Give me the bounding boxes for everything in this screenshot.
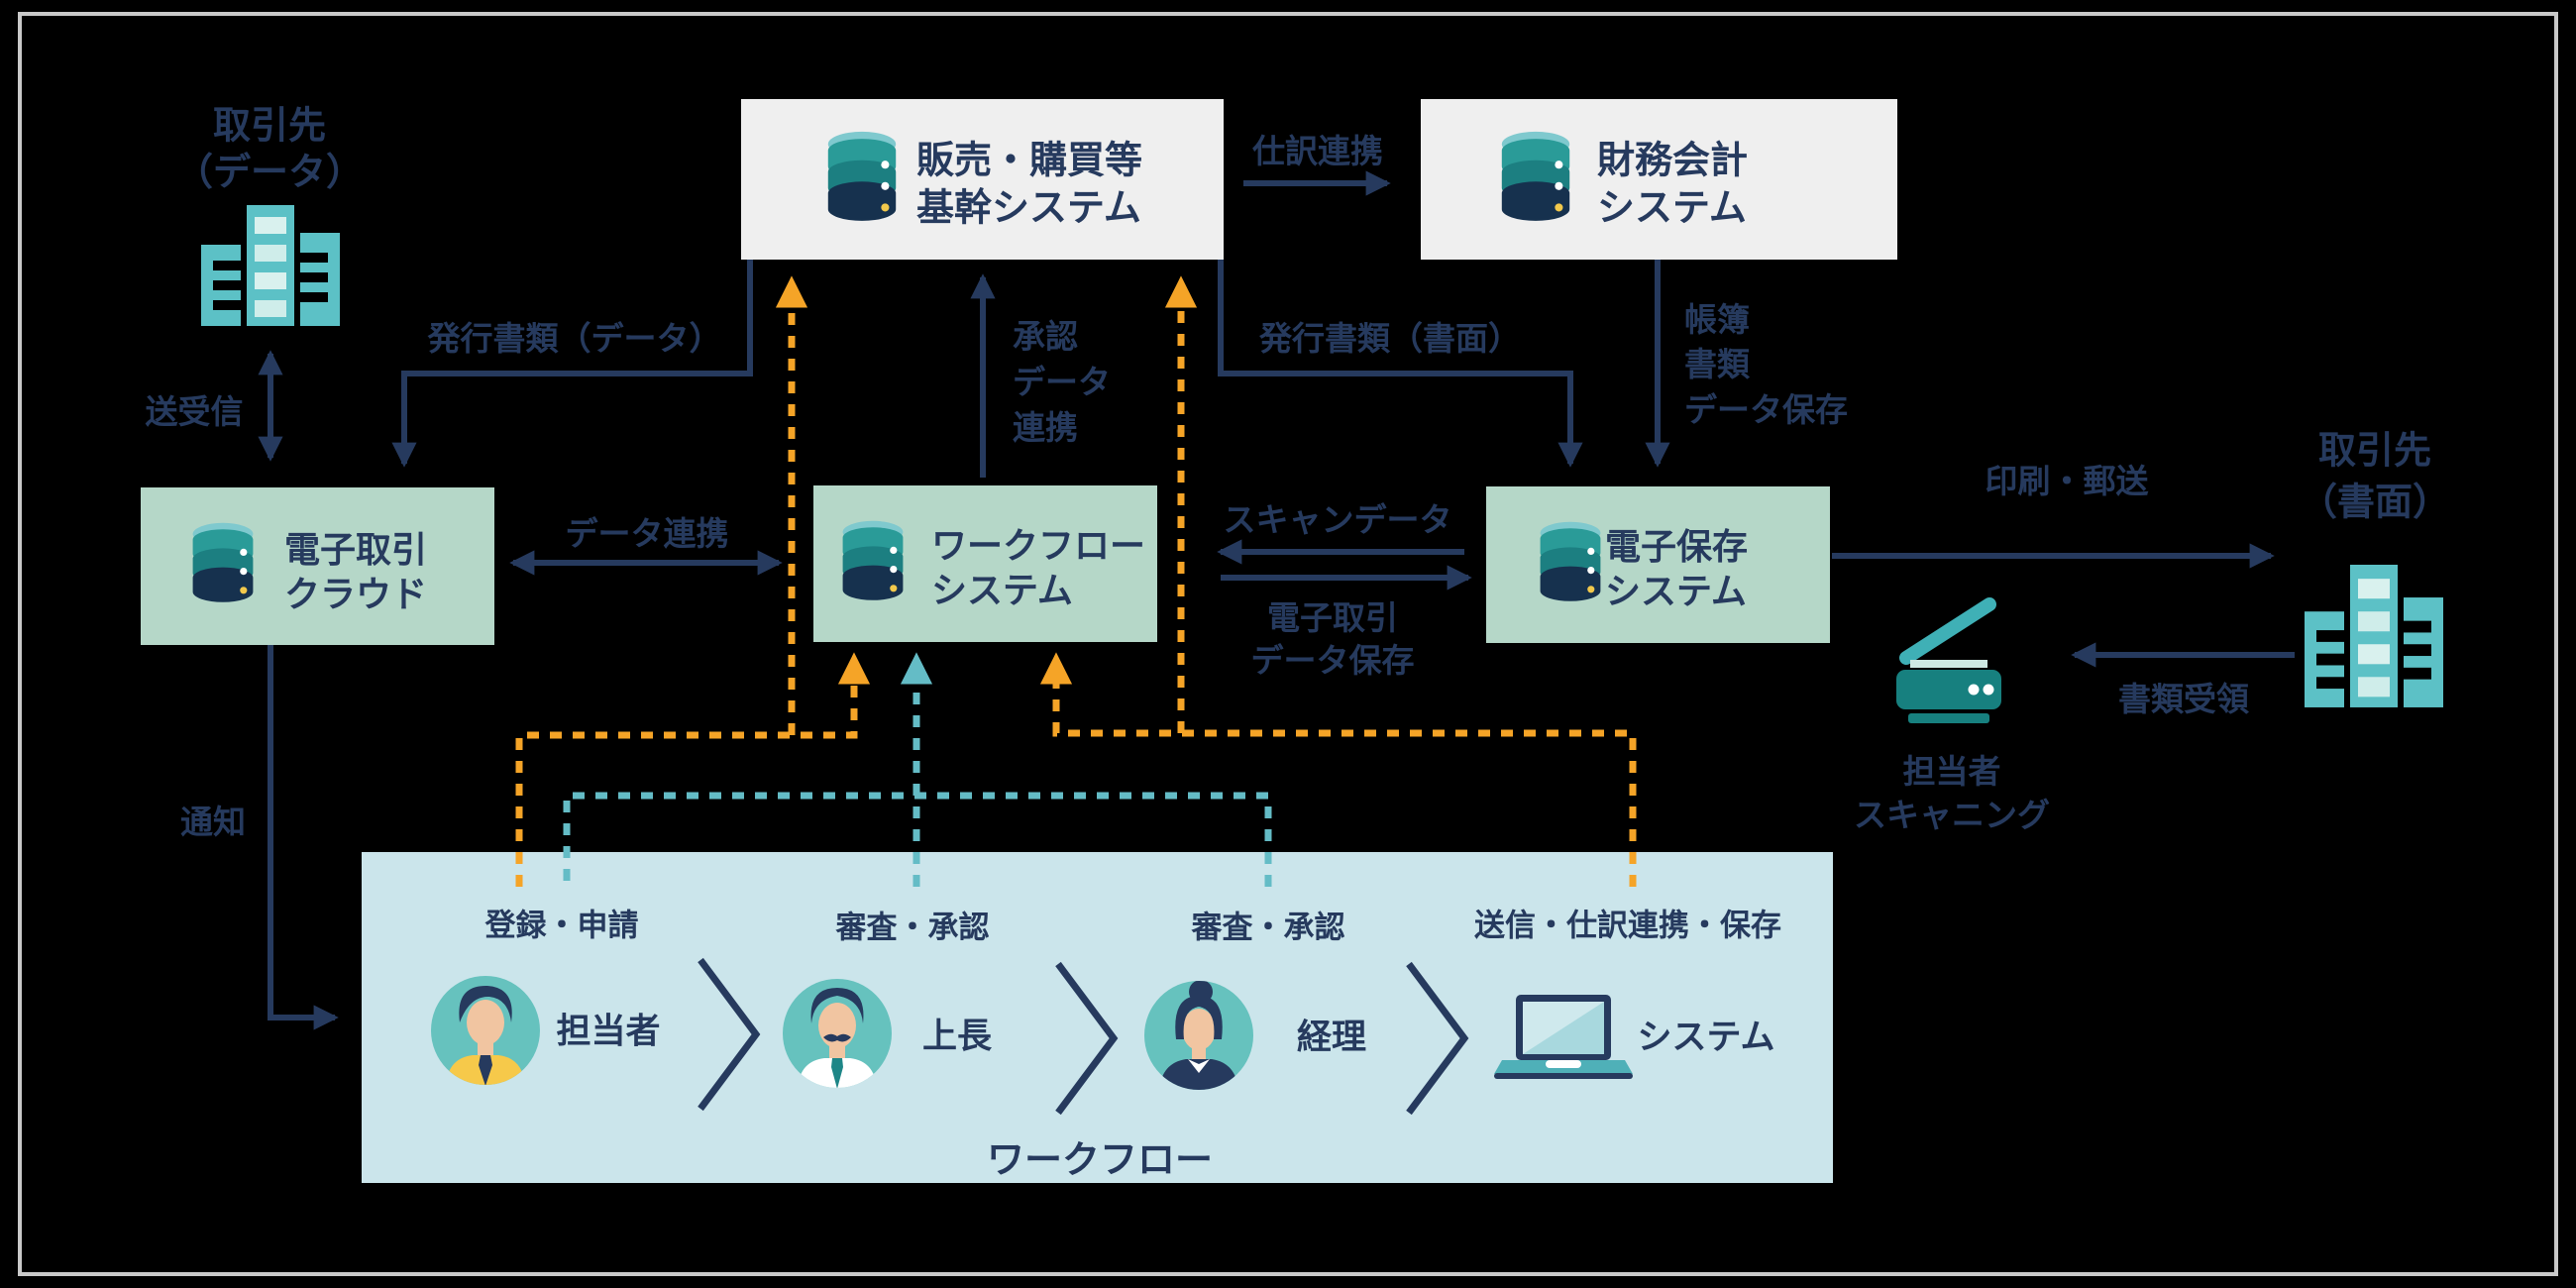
cloud-title: 電子取引: [284, 529, 428, 570]
laptop-icon: [1494, 995, 1633, 1079]
building-icon: [2305, 565, 2443, 707]
approve-link-dashed: [563, 792, 1272, 887]
ledger-save-label: 書類: [1684, 346, 1750, 382]
cloud-title: クラウド: [284, 574, 428, 614]
issued-docs-paper-label: 発行書類（書面）: [1259, 320, 1521, 357]
partner-paper-label: （書面）: [2299, 482, 2451, 524]
notify-label: 通知: [180, 804, 246, 840]
approval-link-label: データ: [1013, 364, 1111, 400]
building-icon: [201, 205, 340, 326]
finance-system-title: 財務会計: [1597, 140, 1749, 182]
data-link-label: データ連携: [565, 515, 729, 552]
issued-docs-data-label: 発行書類（データ）: [427, 320, 722, 357]
workflow-system-title: ワークフロー: [931, 525, 1146, 566]
storage-system-title: システム: [1605, 571, 1747, 611]
scanner-person-label: 担当者: [1902, 753, 2001, 790]
scan-data-label: スキャンデータ: [1223, 501, 1452, 538]
register-route-dashed: [515, 652, 871, 887]
core-system-title: 販売・購買等: [916, 140, 1143, 182]
ledger-save-label: 帳簿: [1684, 301, 1750, 338]
database-icon: [1501, 131, 1570, 221]
database-icon: [1540, 521, 1601, 601]
partner-data-label: （データ）: [174, 152, 365, 194]
workflow-step-role: 担当者: [556, 1012, 661, 1051]
partner-data-label: 取引先: [212, 105, 327, 148]
send-receive-label: 送受信: [145, 393, 244, 430]
etx-save-label: データ保存: [1250, 642, 1415, 679]
partner-paper-label: 取引先: [2317, 430, 2432, 473]
database-icon: [192, 522, 254, 602]
notify-arrow: [268, 645, 339, 1030]
send-route-dashed: [1039, 652, 1637, 887]
print-mail-label: 印刷・郵送: [1985, 463, 2149, 499]
workflow-step-action: 審査・承認: [1191, 910, 1345, 945]
workflow-step-role: システム: [1637, 1018, 1775, 1057]
ledger-save-label: データ保存: [1684, 391, 1848, 428]
workflow-step-action: 送信・仕訳連携・保存: [1474, 908, 1781, 943]
journal-link-label: 仕訳連携: [1252, 133, 1383, 169]
person-accounting-icon: [1144, 981, 1253, 1090]
database-icon: [827, 131, 897, 221]
finance-system-box: [1421, 99, 1897, 260]
core-system-title: 基幹システム: [916, 187, 1141, 230]
workflow-step-role: 経理: [1296, 1018, 1367, 1057]
database-icon: [842, 520, 904, 600]
person-staff-icon: [431, 976, 540, 1085]
core-system-box: [741, 99, 1224, 260]
chevron-right-icon: [698, 957, 761, 1112]
chevron-right-icon: [1055, 961, 1119, 1116]
workflow-step-action: 登録・申請: [484, 908, 639, 943]
workflow-step-role: 上長: [921, 1017, 993, 1056]
workflow-system-title: システム: [931, 570, 1073, 610]
storage-system-title: 電子保存: [1605, 526, 1749, 567]
person-manager-icon: [783, 979, 892, 1088]
etx-save-label: 電子取引: [1267, 599, 1398, 636]
doc-receive-label: 書類受領: [2118, 681, 2249, 717]
canvas-frame: [18, 12, 2558, 1276]
approval-link-label: 承認: [1013, 318, 1078, 355]
issued-docs-data-arrow: [391, 260, 753, 468]
workflow-step-action: 審査・承認: [835, 910, 990, 945]
finance-system-title: システム: [1597, 187, 1747, 230]
workflow-lane-title: ワークフロー: [986, 1139, 1214, 1182]
approval-link-label: 連携: [1013, 409, 1078, 446]
scanner-person-label: スキャニング: [1854, 797, 2050, 833]
scanner-icon: [1896, 597, 2001, 723]
issued-docs-paper-arrow: [1218, 260, 1583, 468]
chevron-right-icon: [1406, 961, 1469, 1116]
